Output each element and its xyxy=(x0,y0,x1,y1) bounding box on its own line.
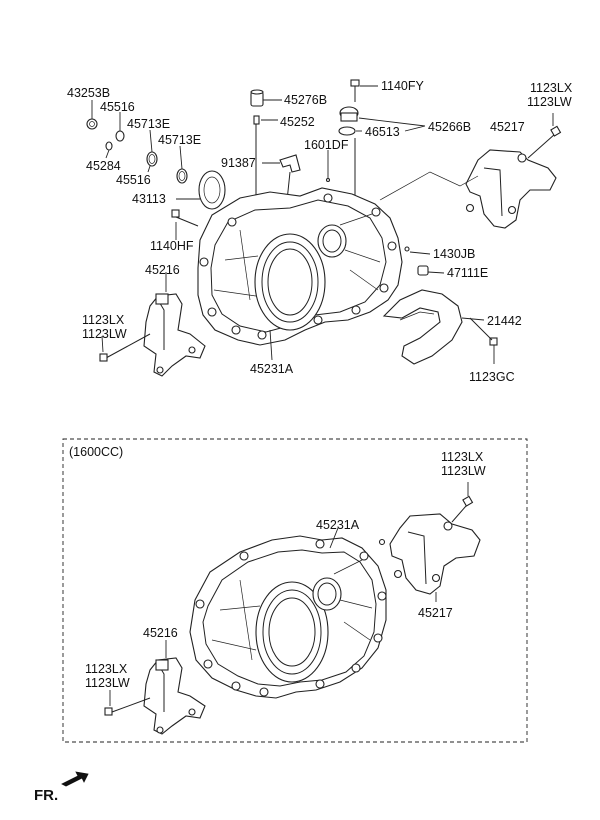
vent-parts xyxy=(404,246,445,276)
label-45276b: 45276B xyxy=(284,93,327,107)
transmission-case-lower-icon xyxy=(189,527,387,699)
bracket-91387-icon xyxy=(279,154,301,173)
o-ring-icon xyxy=(115,130,125,142)
label-43253b: 43253B xyxy=(67,86,110,100)
label-45266b: 45266B xyxy=(428,120,471,134)
front-direction-indicator: FR. xyxy=(34,771,89,804)
bolt-lower-left-icon xyxy=(104,707,113,716)
upper-assembly: 43253B 45516 45713E 45713E 45284 45516 4… xyxy=(67,79,573,384)
label-45231a: 45231A xyxy=(250,362,294,376)
label-variant-45231a: 45231A xyxy=(316,518,360,532)
label-45516-a: 45516 xyxy=(100,100,135,114)
oil-seal-2-icon xyxy=(176,168,188,184)
label-variant-1123lw-left: 1123LW xyxy=(85,676,130,690)
washer-icon xyxy=(105,141,113,151)
label-1123gc: 1123GC xyxy=(469,370,515,384)
label-variant-1123lx-left: 1123LX xyxy=(85,662,128,676)
plug-47111e-icon xyxy=(417,265,429,276)
upper-labels: 43253B 45516 45713E 45713E 45284 45516 4… xyxy=(67,79,573,384)
label-1601df: 1601DF xyxy=(304,138,349,152)
label-variant-1123lx-top: 1123LX xyxy=(441,450,484,464)
label-1123lw-left: 1123LW xyxy=(82,327,127,341)
heat-shield-21442-icon xyxy=(382,289,498,365)
mount-bracket-45217-icon xyxy=(379,113,562,229)
mount-bracket-45216-lower-icon xyxy=(104,640,206,735)
variant-title: (1600CC) xyxy=(69,445,123,459)
variant-1600cc-section: (1600CC) xyxy=(62,438,528,743)
oil-seal-icon xyxy=(146,151,158,167)
bolt-1140fy-icon xyxy=(350,79,360,87)
bolt-1140hf-icon xyxy=(171,209,199,240)
front-arrow-icon xyxy=(61,771,89,787)
front-label: FR. xyxy=(34,787,58,804)
bolt-right-icon xyxy=(550,125,562,137)
bolt-left-icon xyxy=(99,353,108,362)
label-21442: 21442 xyxy=(487,314,522,328)
label-1140fy: 1140FY xyxy=(381,79,425,93)
label-variant-45216: 45216 xyxy=(143,626,178,640)
small-seal-parts xyxy=(86,100,226,210)
label-45252: 45252 xyxy=(280,115,315,129)
o-ring-46513-icon xyxy=(338,126,356,136)
mount-bracket-45217-lower-icon xyxy=(389,482,481,602)
label-43113: 43113 xyxy=(132,192,166,206)
label-45516-b: 45516 xyxy=(116,173,151,187)
label-1123lx-left: 1123LX xyxy=(82,313,125,327)
label-1123lw-right: 1123LW xyxy=(527,95,572,109)
bolt-1123gc-icon xyxy=(489,337,498,346)
mount-bracket-45216-icon xyxy=(99,272,206,377)
bearing-icon xyxy=(198,170,226,210)
label-1140hf: 1140HF xyxy=(150,239,194,253)
label-variant-45217: 45217 xyxy=(418,606,453,620)
transmission-case-upper-icon xyxy=(197,187,403,361)
label-45713e-b: 45713E xyxy=(158,133,201,147)
label-45284: 45284 xyxy=(86,159,121,173)
drain-plug-icon xyxy=(86,118,98,130)
label-45217: 45217 xyxy=(490,120,525,134)
pin-icon xyxy=(253,115,260,125)
label-1123lx-right: 1123LX xyxy=(530,81,573,95)
label-46513: 46513 xyxy=(365,125,400,139)
label-47111e: 47111E xyxy=(447,266,488,280)
label-45216: 45216 xyxy=(145,263,180,277)
variant-frame xyxy=(62,438,528,743)
label-variant-1123lw-top: 1123LW xyxy=(441,464,486,478)
label-1430jb: 1430JB xyxy=(433,247,475,261)
bolt-lower-right-icon xyxy=(462,495,474,507)
label-91387: 91387 xyxy=(221,156,256,170)
label-45713e-a: 45713E xyxy=(127,117,170,131)
